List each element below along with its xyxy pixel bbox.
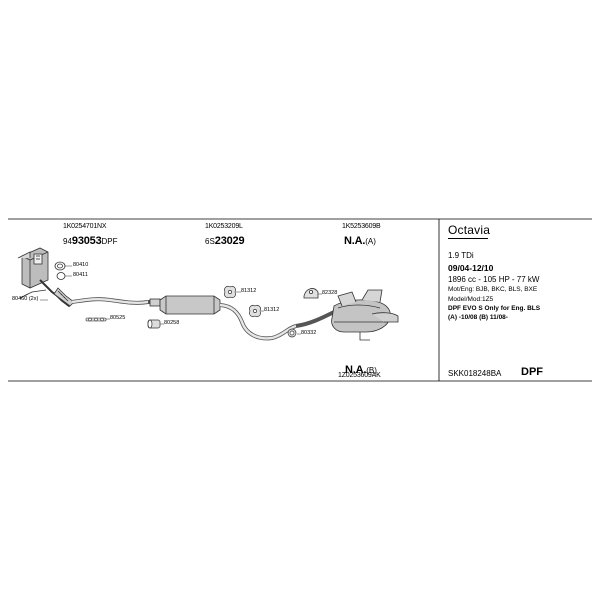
hanger-82328: [303, 288, 319, 299]
part-label: 81312: [264, 307, 280, 313]
kit-type-badge: DPF: [521, 366, 543, 378]
part-ref-front-suffix: DPF: [101, 237, 118, 246]
rubber-mount-81312-b: [249, 305, 261, 317]
diagram-frame: [8, 218, 592, 382]
kit-code: SKK018248BA: [448, 369, 502, 378]
part-label: 80410: [73, 262, 89, 268]
gasket-80410: [54, 261, 66, 271]
part-label: 80525: [110, 315, 126, 321]
part-label: 80460 (2x): [12, 296, 39, 302]
part-ref-rear-b-suffix: (B): [366, 366, 377, 375]
part-ref-middle-prefix: 6S: [205, 237, 215, 246]
model-underline: [448, 238, 488, 239]
part-label: 80332: [301, 330, 317, 336]
middle-silencer: [148, 295, 297, 341]
part-ref-middle: 6S23029: [205, 232, 245, 248]
part-label: 82328: [322, 290, 338, 296]
part-ref-rear-suffix: (A): [365, 237, 376, 246]
part-label: 81312: [241, 288, 257, 294]
oem-number-rear-b: 1Z0253609AK: [338, 372, 381, 379]
part-ref-middle-number: 23029: [214, 235, 245, 247]
part-ref-rear-b-number: N.A.: [345, 364, 367, 376]
oem-number-front: 1K0254701NX: [63, 223, 107, 230]
leader-lines: [40, 265, 322, 335]
vehicle-model-code: Model/Mod:1Z5: [448, 296, 494, 303]
part-ref-front-prefix: 94: [63, 237, 72, 246]
vehicle-dpf-note: DPF EVO S Only for Eng. BLS: [448, 305, 541, 312]
vehicle-specs: 1896 cc - 105 HP - 77 kW: [448, 275, 540, 284]
oem-number-middle: 1K0253209L: [205, 223, 243, 230]
vehicle-period: 09/04-12/10: [448, 263, 494, 273]
part-label: 80258: [164, 320, 180, 326]
clamp-80525: [85, 317, 107, 322]
vehicle-dates: (A) -10/08 (B) 11/08-: [448, 314, 508, 321]
part-ref-rear: N.A.(A): [344, 232, 376, 248]
dpf-filter: [17, 247, 61, 299]
vehicle-model: Octavia: [448, 223, 491, 237]
vehicle-engine: 1.9 TDi: [448, 251, 474, 260]
rear-silencer: [295, 289, 399, 341]
clamp-80258: [147, 319, 161, 329]
front-pipe: [53, 287, 149, 308]
vehicle-engine-codes: Mot/Eng: BJB, BKC, BLS, BXE: [448, 286, 538, 293]
part-label: 80411: [73, 272, 88, 278]
part-ref-rear-b: N.A.(B): [345, 361, 377, 377]
part-ref-front-number: 93053: [71, 235, 102, 247]
clamp-80332: [287, 328, 297, 338]
rubber-mount-81312-a: [224, 286, 236, 298]
gasket-80411: [56, 272, 66, 280]
part-ref-rear-number: N.A.: [344, 235, 366, 247]
part-ref-front: 9493053DPF: [63, 232, 118, 248]
oem-number-rear: 1K5253609B: [342, 223, 381, 230]
